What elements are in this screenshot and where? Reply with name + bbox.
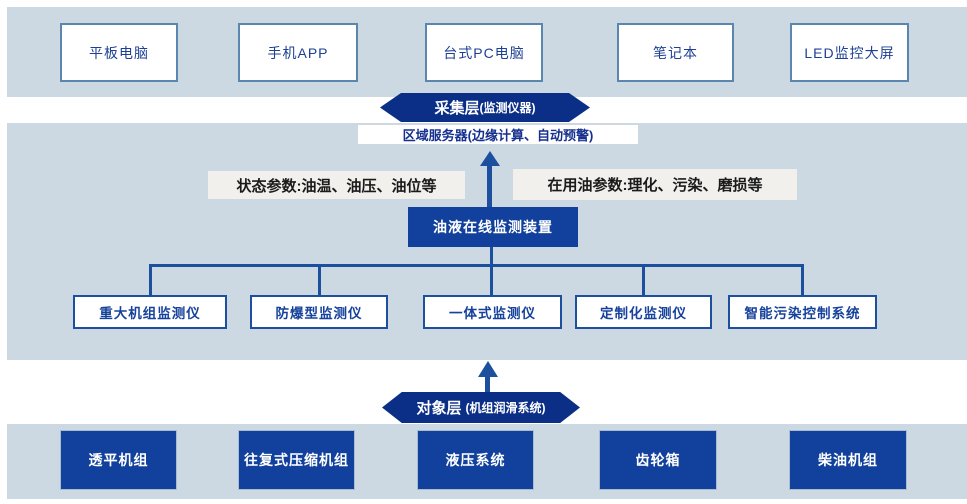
object-layer-subtitle: (机组润滑系统) — [465, 401, 546, 415]
connector-drop-4 — [642, 264, 645, 295]
terminal-label: 平板电脑 — [89, 44, 149, 61]
up-arrow-shaft — [487, 165, 492, 207]
equipment-label: 液压系统 — [445, 452, 506, 468]
up-arrow-icon — [478, 361, 498, 377]
object-layer-title: 对象层 — [416, 400, 462, 417]
monitor-box-major-units: 重大机组监测仪 — [73, 295, 227, 329]
up-arrow-shaft — [485, 376, 490, 393]
equipment-label: 往复式压缩机组 — [244, 452, 349, 468]
equipment-box-reciprocating-compressor: 往复式压缩机组 — [238, 430, 355, 490]
monitor-box-all-in-one: 一体式监测仪 — [423, 295, 562, 329]
terminal-label: LED监控大屏 — [804, 44, 895, 61]
connector-drop-5 — [801, 264, 804, 295]
status-params-text: 状态参数:油温、油压、油位等 — [236, 177, 437, 195]
terminal-label: 台式PC电脑 — [443, 44, 525, 61]
monitor-label: 重大机组监测仪 — [99, 306, 201, 321]
terminal-box-tablet: 平板电脑 — [60, 23, 178, 82]
oil-params-label: 在用油参数:理化、污染、磨损等 — [513, 169, 797, 200]
oil-params-text: 在用油参数:理化、污染、磨损等 — [547, 177, 763, 194]
equipment-box-hydraulic-system: 液压系统 — [417, 430, 534, 490]
monitor-label: 防爆型监测仪 — [275, 306, 363, 321]
terminal-box-laptop: 笔记本 — [617, 23, 734, 82]
object-layer-badge: 对象层(机组润滑系统) — [382, 392, 580, 423]
regional-server-box: 区域服务器(边缘计算、自动预警) — [358, 125, 638, 144]
terminal-box-desktop-pc: 台式PC电脑 — [425, 23, 543, 82]
connector-horizontal — [149, 264, 804, 267]
terminal-label: 手机APP — [267, 44, 329, 61]
equipment-label: 柴油机组 — [818, 452, 878, 468]
up-arrow-icon — [480, 151, 500, 166]
online-monitoring-device-label: 油液在线监测装置 — [433, 219, 553, 235]
monitor-label: 智能污染控制系统 — [744, 306, 861, 321]
connector-drop-1 — [149, 264, 152, 295]
regional-server-label: 区域服务器(边缘计算、自动预警) — [402, 128, 594, 143]
monitor-box-explosion-proof: 防爆型监测仪 — [250, 295, 388, 329]
monitor-box-pollution-control: 智能污染控制系统 — [728, 295, 877, 329]
collection-layer-subtitle: (监测仪器) — [479, 101, 536, 115]
monitor-label: 一体式监测仪 — [449, 306, 536, 321]
monitor-box-customized: 定制化监测仪 — [575, 295, 712, 329]
connector-center-vertical — [490, 247, 493, 295]
terminal-box-phone-app: 手机APP — [238, 23, 358, 82]
terminal-box-led-screen: LED监控大屏 — [790, 23, 909, 82]
equipment-box-turbine: 透平机组 — [60, 430, 177, 490]
monitor-label: 定制化监测仪 — [600, 306, 687, 321]
equipment-box-diesel-unit: 柴油机组 — [789, 430, 907, 490]
equipment-label: 齿轮箱 — [635, 452, 681, 468]
terminal-label: 笔记本 — [653, 44, 698, 61]
equipment-label: 透平机组 — [88, 452, 149, 468]
online-monitoring-device-box: 油液在线监测装置 — [408, 207, 578, 247]
collection-layer-title: 采集层 — [434, 100, 480, 117]
equipment-box-gearbox: 齿轮箱 — [599, 430, 717, 490]
collection-layer-badge: 采集层(监测仪器) — [380, 93, 590, 122]
status-params-label: 状态参数:油温、油压、油位等 — [208, 171, 465, 199]
connector-drop-2 — [318, 264, 321, 295]
